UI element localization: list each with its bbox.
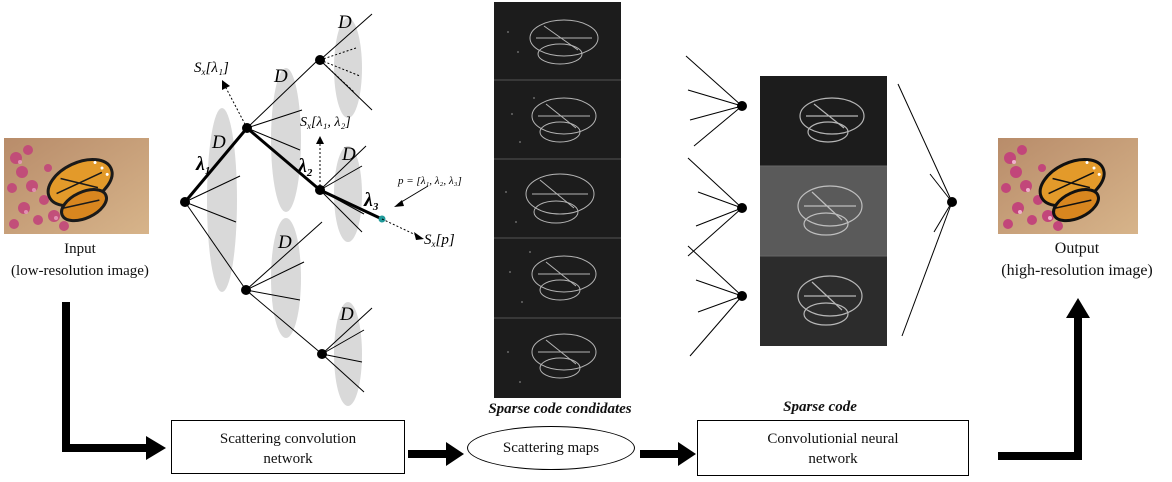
lambda-1-label: λ1 xyxy=(195,153,210,177)
input-subtitle: (low-resolution image) xyxy=(11,263,149,279)
scattering-maps-label: Scattering maps xyxy=(502,440,600,456)
output-caption: Output (high-resolution image) xyxy=(982,238,1172,282)
arrow-cnn-to-output xyxy=(998,316,1082,460)
d-label-a: D xyxy=(273,66,288,87)
node-aa xyxy=(315,55,325,65)
s-lambda12-label: Sx[λ₁, λ₂] xyxy=(300,115,351,131)
cnn-node-1 xyxy=(737,101,747,111)
bottom-flow-arrows xyxy=(62,298,1090,466)
ellipse-root xyxy=(207,108,237,292)
lambda-2-label: λ2 xyxy=(297,155,313,179)
ellipse-aa xyxy=(334,18,362,118)
lambda-3-label: λ3 xyxy=(363,189,379,213)
input-image xyxy=(4,138,149,234)
d-label-aa: D xyxy=(337,12,352,33)
ellipse-bb xyxy=(334,302,362,406)
d-label-bb: D xyxy=(339,304,354,325)
ellipse-a xyxy=(271,68,301,212)
candidates-strip xyxy=(494,2,621,398)
sparse-code-tiles xyxy=(760,97,887,346)
node-b xyxy=(241,285,251,295)
cnn-line2: network xyxy=(808,451,858,467)
output-image xyxy=(998,138,1138,234)
scattering-tree: D D D D D D λ1 λ2 λ3 Sx[λ₁] Sx[λ₁, λ₂] S… xyxy=(180,12,462,406)
cnn-connections-right xyxy=(897,83,957,337)
cnn-box: Convolutionial neural network xyxy=(697,420,969,476)
input-caption: Input (low-resolution image) xyxy=(0,238,160,282)
scattering-network-line2: network xyxy=(263,451,313,467)
s-lambda1-label: Sx[λ₁] xyxy=(194,60,229,77)
output-title: Output xyxy=(1054,240,1100,257)
d-label-root: D xyxy=(211,132,226,153)
scattering-map-tiles xyxy=(494,19,621,383)
cnn-node-2 xyxy=(737,203,747,213)
sparse-code-strip xyxy=(760,76,887,346)
butterfly-photo-input xyxy=(4,138,149,234)
output-node xyxy=(947,197,957,207)
cnn-connections-left xyxy=(685,55,747,357)
butterfly-photo-output xyxy=(998,138,1138,234)
cnn-node-3 xyxy=(737,291,747,301)
node-bb xyxy=(317,349,327,359)
d-label-ab: D xyxy=(341,144,356,165)
sparse-code-label: Sparse code xyxy=(783,399,857,415)
node-root xyxy=(180,197,190,207)
d-label-b: D xyxy=(277,232,292,253)
input-title: Input xyxy=(64,241,96,257)
output-subtitle: (high-resolution image) xyxy=(1001,262,1153,279)
cnn-line1: Convolutionial neural xyxy=(767,431,899,447)
candidates-label: Sparse code condidates xyxy=(488,401,632,417)
scattering-network-line1: Scattering convolution xyxy=(219,431,357,447)
s-p-label: Sx[p] xyxy=(424,232,455,249)
scattering-maps-ellipse: Scattering maps xyxy=(467,426,635,470)
scattering-network-box: Scattering convolution network xyxy=(171,420,405,474)
p-definition: p = [λ₁, λ₂, λ₃] xyxy=(397,175,462,187)
arrow-input-to-network xyxy=(62,302,146,452)
